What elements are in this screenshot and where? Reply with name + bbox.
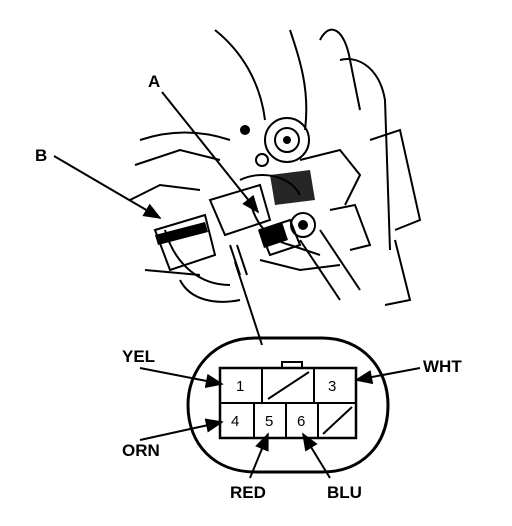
pin-6-number: 6	[297, 413, 305, 430]
pin-4-number: 4	[231, 413, 239, 430]
callout-b-arrow	[53, 155, 162, 219]
steering-column-illustration	[129, 28, 422, 306]
wire-orn-label: ORN	[122, 441, 160, 460]
wire-wht-label: WHT	[423, 357, 462, 376]
wire-blu-label: BLU	[327, 483, 362, 502]
callout-b-label: B	[35, 146, 47, 165]
pin-3-number: 3	[328, 378, 336, 395]
connector-detail-outline	[186, 336, 390, 474]
wire-red-label: RED	[230, 483, 266, 502]
detail-leader-line	[234, 261, 263, 346]
wire-yel-arrow	[139, 367, 224, 388]
ignition-switch-lock	[155, 117, 316, 248]
wire-yel-label: YEL	[122, 347, 155, 366]
connector-face	[218, 361, 358, 440]
pin-5-number: 5	[265, 413, 273, 430]
wire-wht-arrow	[354, 367, 421, 385]
callout-a-label: A	[148, 72, 160, 91]
wire-orn-arrow	[139, 418, 224, 441]
wire-blu-arrow	[302, 432, 331, 479]
wire-red-arrow	[249, 432, 269, 479]
pin-1-number: 1	[236, 378, 244, 395]
callout-a-arrow	[161, 91, 260, 214]
